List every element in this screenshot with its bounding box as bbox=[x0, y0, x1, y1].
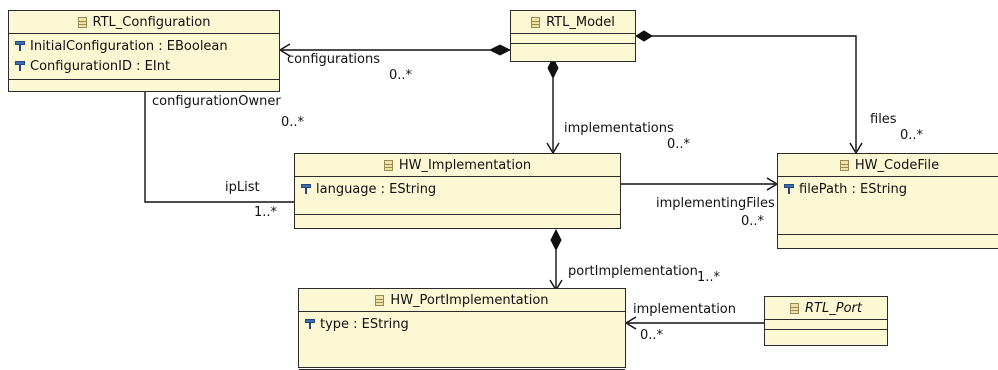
class-name: HW_PortImplementation bbox=[390, 292, 549, 308]
composition-diamond-files bbox=[635, 30, 653, 42]
multiplicity-configurationowner: 0..* bbox=[281, 115, 305, 130]
attribute-icon bbox=[784, 184, 794, 194]
class-header: HW_CodeFile bbox=[778, 154, 998, 177]
multiplicity-implementingfiles: 0..* bbox=[741, 214, 765, 229]
attribute-text: ConfigurationID : EInt bbox=[30, 58, 171, 74]
class-icon bbox=[531, 16, 541, 28]
class-header: RTL_Configuration bbox=[9, 11, 279, 34]
role-label-implementations: implementations bbox=[564, 121, 674, 136]
class-name: RTL_Port bbox=[805, 300, 862, 316]
attribute-text: type : EString bbox=[320, 316, 409, 332]
arrowhead-configurations bbox=[278, 43, 291, 57]
class-hw-codefile[interactable]: HW_CodeFile filePath : EString bbox=[777, 153, 998, 249]
class-hw-portimplementation[interactable]: HW_PortImplementation type : EString bbox=[298, 288, 626, 370]
class-name: RTL_Model bbox=[546, 14, 615, 30]
attribute-compartment: filePath : EString bbox=[778, 177, 998, 235]
class-name: HW_Implementation bbox=[398, 157, 532, 173]
class-rtl-model[interactable]: RTL_Model bbox=[510, 10, 636, 62]
class-header: HW_PortImplementation bbox=[299, 289, 625, 312]
edge-files bbox=[652, 35, 857, 151]
multiplicity-files: 0..* bbox=[900, 128, 924, 143]
attribute-row[interactable]: type : EString bbox=[305, 314, 619, 334]
class-icon bbox=[77, 16, 87, 28]
attribute-icon bbox=[301, 184, 311, 194]
class-name: RTL_Configuration bbox=[92, 14, 211, 30]
attribute-row[interactable]: ConfigurationID : EInt bbox=[15, 56, 273, 76]
role-label-implementingfiles: implementingFiles bbox=[656, 196, 775, 211]
class-header: RTL_Port bbox=[765, 297, 887, 320]
class-icon bbox=[790, 302, 800, 314]
role-label-portimplementation: portImplementation bbox=[568, 264, 698, 279]
arrowhead-implementation bbox=[624, 316, 637, 330]
connectors bbox=[144, 30, 863, 330]
attribute-icon bbox=[15, 61, 25, 71]
attribute-row[interactable]: filePath : EString bbox=[784, 179, 995, 199]
role-label-configurations: configurations bbox=[287, 52, 381, 67]
composition-diamond-configurations bbox=[488, 44, 512, 56]
attribute-row[interactable]: language : EString bbox=[301, 179, 614, 199]
class-rtl-port[interactable]: RTL_Port bbox=[764, 296, 888, 346]
attribute-compartment: language : EString bbox=[295, 177, 620, 215]
attribute-icon bbox=[15, 41, 25, 51]
class-header: HW_Implementation bbox=[295, 154, 620, 177]
attribute-compartment: type : EString bbox=[299, 312, 625, 370]
class-hw-implementation[interactable]: HW_Implementation language : EString bbox=[294, 153, 621, 229]
attribute-text: language : EString bbox=[316, 181, 437, 197]
role-label-configurationowner: configurationOwner bbox=[152, 94, 281, 109]
class-icon bbox=[383, 159, 393, 171]
class-header: RTL_Model bbox=[511, 11, 635, 34]
attribute-row[interactable]: InitialConfiguration : EBoolean bbox=[15, 36, 273, 56]
class-name: HW_CodeFile bbox=[854, 157, 940, 173]
multiplicity-implementations: 0..* bbox=[667, 137, 691, 152]
attribute-text: InitialConfiguration : EBoolean bbox=[30, 38, 228, 54]
role-label-iplist: ipList bbox=[225, 180, 260, 195]
role-label-files: files bbox=[870, 112, 897, 127]
edge-iplist bbox=[144, 91, 294, 203]
attribute-text: filePath : EString bbox=[799, 181, 908, 197]
class-icon bbox=[375, 294, 385, 306]
attribute-compartment bbox=[511, 34, 635, 44]
attribute-compartment: InitialConfiguration : EBoolean Configur… bbox=[9, 34, 279, 80]
role-label-implementation: implementation bbox=[633, 302, 737, 317]
attribute-icon bbox=[305, 319, 315, 329]
composition-diamond-portimplementation bbox=[550, 228, 562, 252]
multiplicity-configurations: 0..* bbox=[389, 68, 413, 83]
multiplicity-implementation: 0..* bbox=[640, 328, 664, 343]
class-icon bbox=[839, 159, 849, 171]
class-rtl-configuration[interactable]: RTL_Configuration InitialConfiguration :… bbox=[8, 10, 280, 92]
multiplicity-iplist: 1..* bbox=[254, 205, 278, 220]
multiplicity-portimplementation: 1..* bbox=[697, 270, 721, 285]
attribute-compartment bbox=[765, 320, 887, 330]
